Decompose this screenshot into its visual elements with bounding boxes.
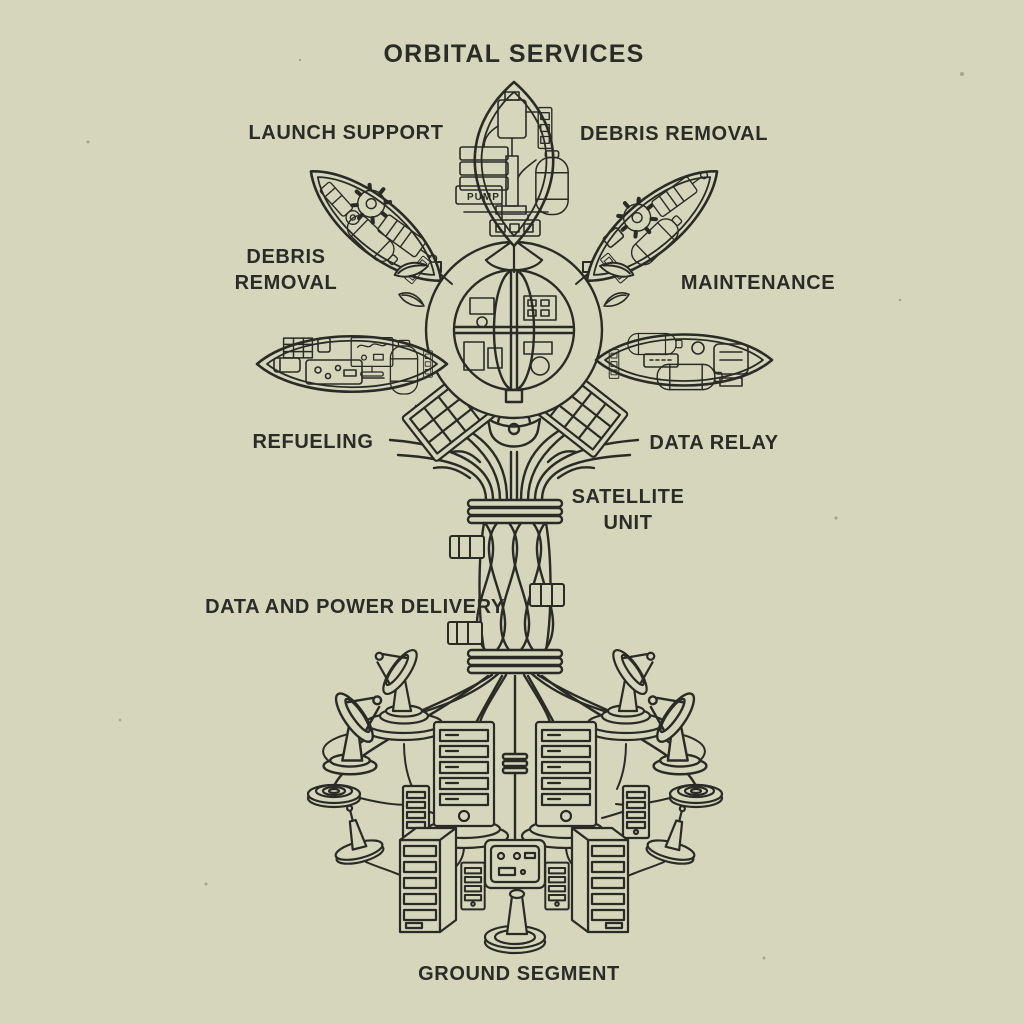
- label-debris-removal-left: DEBRIS REMOVAL: [235, 244, 338, 296]
- label-data-relay: DATA RELAY: [649, 432, 779, 454]
- antenna-pad-right: [643, 799, 707, 869]
- server-tower-3d-right: [570, 826, 630, 934]
- antenna-pad-left: [323, 799, 387, 869]
- label-ground-segment: GROUND SEGMENT: [418, 963, 620, 985]
- server-rack-small-right: [621, 784, 651, 840]
- label-debris-removal-upper: DEBRIS REMOVAL: [579, 123, 769, 145]
- petal-upper-right: [585, 165, 719, 284]
- petal-right: [594, 332, 774, 391]
- page-title: ORBITAL SERVICES: [383, 40, 645, 68]
- label-launch-support: LAUNCH SUPPORT: [248, 122, 444, 144]
- coil-pad-right: [668, 783, 724, 809]
- label-line: REMOVAL: [234, 272, 338, 294]
- label-refueling: REFUELING: [252, 431, 374, 453]
- satellite-core: [424, 226, 604, 420]
- petal-top-machinery: [455, 91, 569, 237]
- cable-collar-top: [466, 498, 564, 525]
- petal-left: [255, 335, 449, 395]
- core-machinery: [463, 295, 557, 376]
- control-box: [483, 838, 547, 890]
- server-rack-small-lower-left: [460, 861, 486, 911]
- pump-micro-label: PUMP: [467, 192, 500, 203]
- stem-cables: [388, 404, 640, 675]
- label-line: DEBRIS: [246, 246, 326, 268]
- petal-machinery: [608, 332, 749, 391]
- cable-collar-bottom: [466, 648, 564, 675]
- label-satellite-unit: SATELLITE UNIT: [572, 484, 685, 536]
- label-maintenance: MAINTENANCE: [680, 272, 836, 294]
- beacon-antenna: [483, 888, 547, 955]
- petal-machinery: [273, 336, 433, 395]
- dish-antenna-upper-left: [359, 632, 430, 725]
- server-tower-3d-left: [398, 826, 458, 934]
- server-rack-small-lower-right: [544, 861, 570, 911]
- stem-connectors: [447, 535, 565, 645]
- dish-antenna-upper-right: [600, 632, 671, 725]
- coil-pad-left: [306, 783, 362, 809]
- label-data-and-power-delivery: DATA AND POWER DELIVERY: [205, 596, 505, 618]
- petal-upper-left: [309, 170, 443, 285]
- label-line: SATELLITE: [571, 486, 685, 508]
- paper-speckles: [86, 58, 964, 960]
- petal-top: [455, 80, 569, 248]
- petal-machinery: [599, 165, 713, 284]
- label-line: UNIT: [603, 512, 653, 534]
